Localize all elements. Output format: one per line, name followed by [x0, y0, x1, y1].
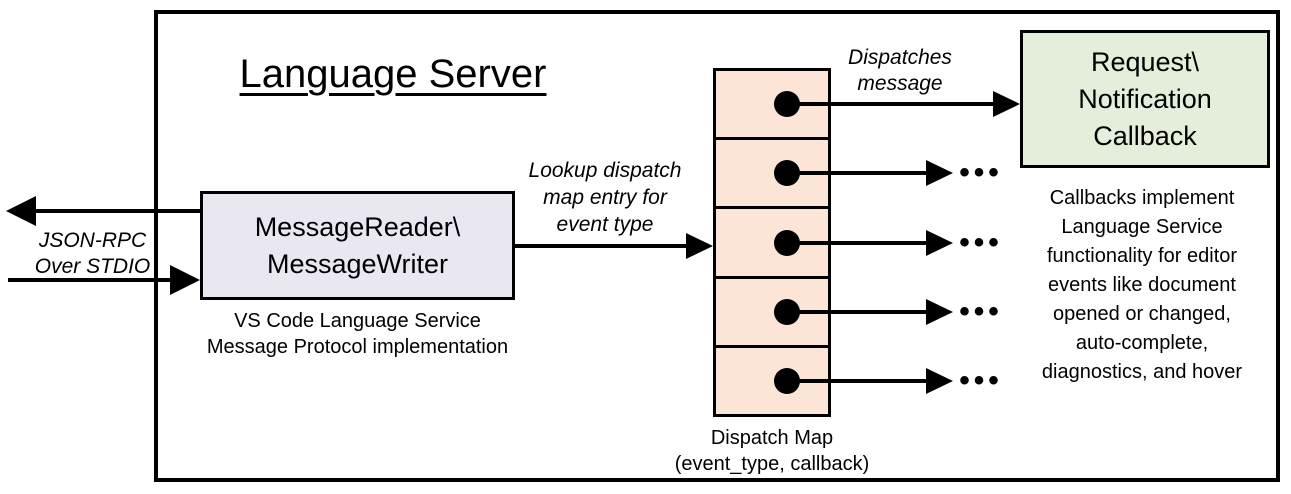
- callback-caption-line: functionality for editor: [1046, 245, 1238, 267]
- lookup-label-line3: event type: [556, 213, 654, 236]
- dispatch-map-cell: [716, 137, 828, 207]
- callback-caption-line: auto-complete,: [1075, 332, 1209, 354]
- callback-caption-line: Callbacks implement: [1049, 187, 1235, 209]
- dispatch-map-cell: [716, 206, 828, 276]
- callback-caption-line: diagnostics, and hover: [1041, 361, 1243, 383]
- callback-box-line2: Notification: [1078, 83, 1212, 114]
- ellipsis-icon: •••: [959, 364, 1003, 397]
- dispatch-map-cell: [716, 275, 828, 345]
- dispatch-map-caption-line1: Dispatch Map: [710, 427, 834, 449]
- message-reader-writer-box: MessageReader\ MessageWriter: [200, 191, 515, 300]
- dispatch-map-caption-line2: (event_type, callback): [674, 453, 870, 475]
- callback-caption-line: opened or changed,: [1053, 303, 1231, 325]
- ellipsis-icon: •••: [959, 295, 1003, 328]
- callback-caption-line: events like document: [1048, 274, 1236, 296]
- dispatches-message-line1: Dispatches: [848, 46, 952, 69]
- json-rpc-label: JSON-RPC Over STDIO: [15, 228, 170, 280]
- callback-box-line1: Request\: [1090, 46, 1200, 77]
- callback-caption: Callbacks implement Language Service fun…: [1000, 184, 1284, 387]
- lookup-label-line2: map entry for: [543, 186, 667, 209]
- reader-caption-line1: VS Code Language Service: [234, 310, 481, 332]
- dispatches-message-line2: message: [857, 72, 943, 95]
- lookup-label: Lookup dispatch map entry for event type: [515, 157, 695, 238]
- diagram-title: Language Server: [239, 52, 547, 96]
- dispatches-message-label: Dispatches message: [830, 45, 970, 97]
- reader-caption: VS Code Language Service Message Protoco…: [180, 308, 535, 360]
- dispatch-map-caption: Dispatch Map (event_type, callback): [647, 425, 897, 477]
- callback-box-line3: Callback: [1093, 120, 1197, 151]
- lookup-label-line1: Lookup dispatch: [528, 159, 682, 182]
- json-rpc-label-line1: JSON-RPC: [38, 229, 147, 252]
- message-writer-label: MessageWriter: [266, 248, 449, 279]
- request-notification-callback-box: Request\ Notification Callback: [1020, 30, 1270, 168]
- message-reader-label: MessageReader\: [254, 211, 461, 242]
- reader-caption-line2: Message Protocol implementation: [206, 336, 509, 358]
- dispatch-map-cell: [716, 344, 828, 415]
- callback-caption-line: Language Service: [1061, 216, 1223, 238]
- dispatch-map-cell: [716, 71, 828, 138]
- json-rpc-label-line2: Over STDIO: [34, 255, 151, 278]
- dispatch-map: [713, 68, 831, 417]
- ellipsis-icon: •••: [959, 226, 1003, 259]
- ellipsis-icon: •••: [959, 156, 1003, 189]
